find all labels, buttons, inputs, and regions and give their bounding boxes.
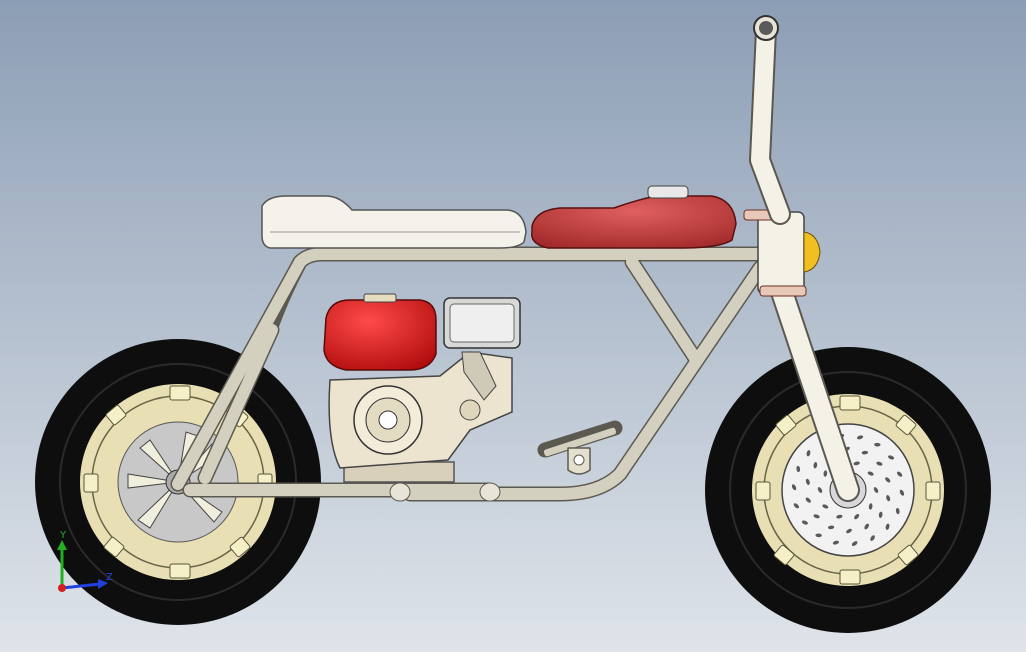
disc-hole xyxy=(813,462,818,469)
tank-cap xyxy=(647,185,689,199)
disc-hole xyxy=(870,535,875,541)
engine[interactable] xyxy=(323,293,521,483)
disc-hole xyxy=(851,541,858,546)
disc-hole xyxy=(873,487,879,493)
disc-hole xyxy=(899,489,905,496)
triad-z-label: Z xyxy=(106,572,113,583)
disc-hole xyxy=(896,471,903,477)
disc-hole xyxy=(813,514,820,519)
disc-hole xyxy=(888,455,895,460)
disc-hole xyxy=(886,495,891,502)
disc-hole xyxy=(885,477,891,483)
disc-hole xyxy=(854,513,860,520)
disc-hole xyxy=(827,525,835,530)
seat-cushion xyxy=(261,195,527,249)
disc-hole xyxy=(856,435,864,440)
disc-hole xyxy=(864,523,869,530)
disc-hole xyxy=(822,504,829,509)
disc-hole xyxy=(853,461,860,466)
disc-hole xyxy=(801,520,808,525)
disc-hole xyxy=(895,507,900,515)
fuel-tank[interactable] xyxy=(531,185,737,249)
headlight xyxy=(803,231,821,273)
disc-hole xyxy=(878,511,883,518)
fuel-tank-engine xyxy=(323,299,437,371)
disc-hole xyxy=(867,471,874,476)
disc-hole xyxy=(868,503,873,510)
disc-hole xyxy=(817,487,823,493)
exhaust xyxy=(461,351,497,401)
disc-hole xyxy=(874,442,881,447)
tank-body xyxy=(531,195,737,249)
disc-hole xyxy=(793,503,800,509)
disc-hole xyxy=(805,497,811,503)
disc-hole xyxy=(806,450,811,457)
disc-hole xyxy=(815,533,822,538)
disc-hole xyxy=(832,540,840,545)
disc-hole xyxy=(791,484,797,491)
disc-hole xyxy=(846,528,852,534)
disc-hole xyxy=(823,470,828,477)
disc-hole xyxy=(836,514,843,519)
disc-hole xyxy=(861,450,869,455)
disc-hole xyxy=(805,478,810,485)
disc-hole xyxy=(876,461,883,466)
frame[interactable] xyxy=(170,246,768,502)
disc-hole xyxy=(796,465,801,473)
front-fork[interactable] xyxy=(743,15,860,502)
seat[interactable] xyxy=(261,195,527,249)
front-rim-clips xyxy=(755,395,941,585)
disc-hole xyxy=(885,523,890,530)
axis-triad-icon: Y Z xyxy=(57,530,113,592)
foot-peg xyxy=(542,426,618,458)
triad-y-label: Y xyxy=(59,530,67,541)
bottom-clamp xyxy=(759,285,807,297)
